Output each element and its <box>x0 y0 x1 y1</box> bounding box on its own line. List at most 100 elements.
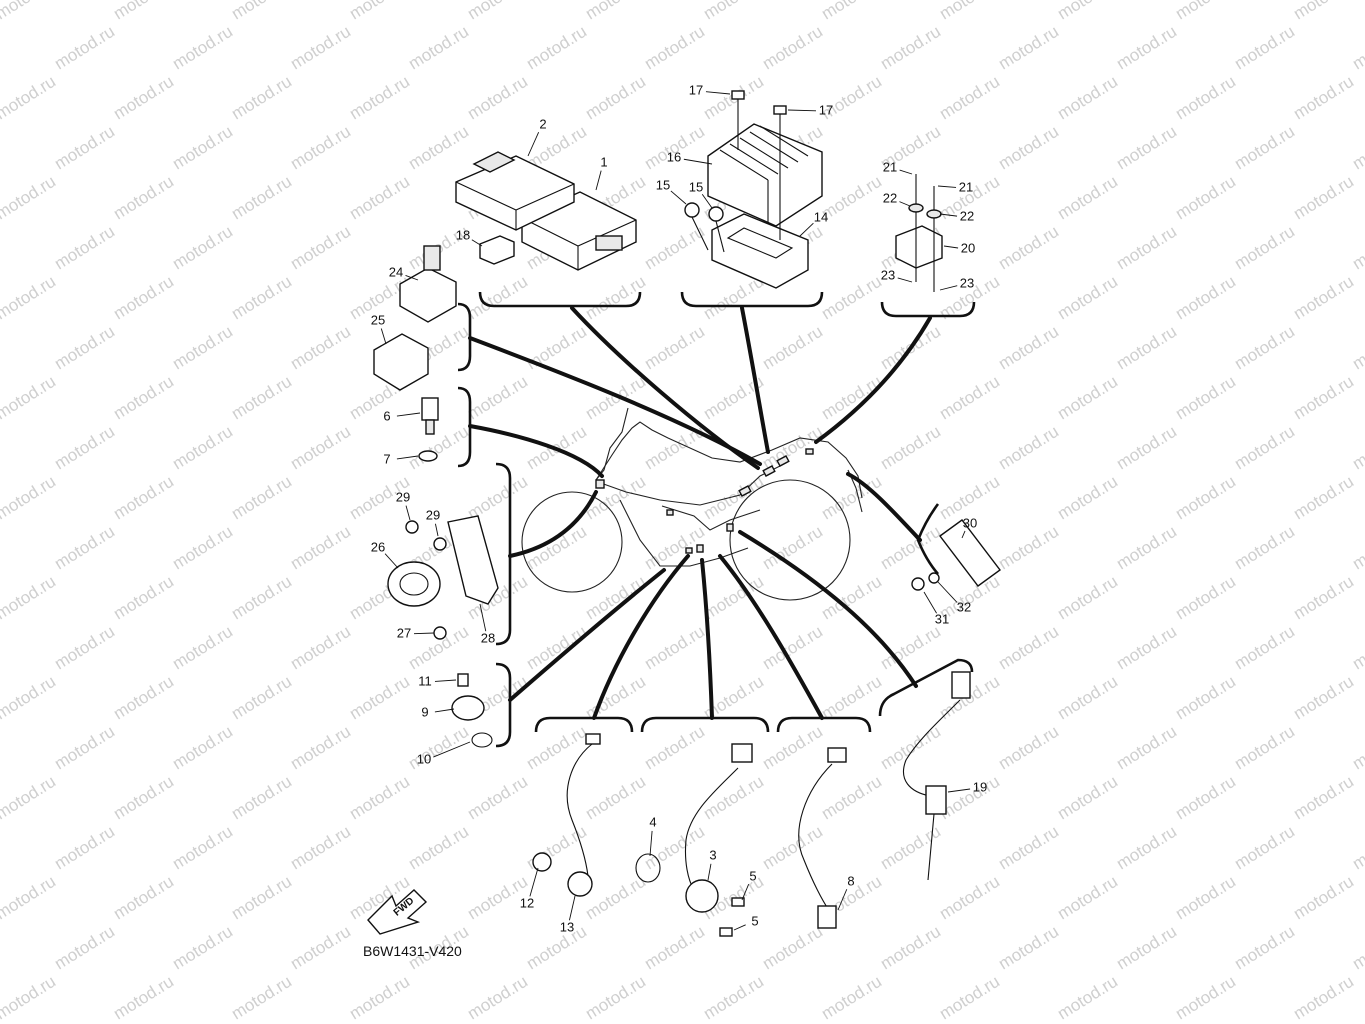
watermark-text: motod.ru <box>228 772 295 824</box>
watermark-text: motod.ru <box>1172 372 1239 424</box>
watermark-text: motod.ru <box>818 972 885 1024</box>
callout-21: 21 <box>959 179 973 194</box>
watermark-text: motod.ru <box>1113 722 1180 774</box>
part-24-relay <box>399 245 457 323</box>
watermark-text: motod.ru <box>228 372 295 424</box>
watermark-text: motod.ru <box>169 922 236 974</box>
part-25-holder <box>373 333 429 391</box>
watermark-text: motod.ru <box>287 922 354 974</box>
watermark-text: motod.ru <box>287 522 354 574</box>
callout-17: 17 <box>689 82 703 97</box>
watermark-text: motod.ru <box>0 672 59 724</box>
callout-1: 1 <box>600 154 607 169</box>
watermark-text: motod.ru <box>1172 0 1239 23</box>
watermark-text: motod.ru <box>110 372 177 424</box>
callout-18-leader <box>471 239 483 247</box>
watermark-text: motod.ru <box>877 922 944 974</box>
part-18-clip <box>479 235 515 265</box>
callout-31-leader <box>923 591 937 614</box>
watermark-text: motod.ru <box>1231 22 1298 74</box>
callout-23: 23 <box>881 267 895 282</box>
callout-12-leader <box>529 867 539 897</box>
watermark-text: motod.ru <box>51 422 118 474</box>
callout-28: 28 <box>481 630 495 645</box>
watermark-text: motod.ru <box>582 372 649 424</box>
callout-20-leader <box>943 245 959 249</box>
callout-11-leader <box>434 679 457 682</box>
callout-7-leader <box>396 455 419 460</box>
watermark-text: motod.ru <box>1349 422 1365 474</box>
watermark-text: motod.ru <box>1054 772 1121 824</box>
part-17-bolts <box>731 90 787 240</box>
watermark-text: motod.ru <box>1349 322 1365 374</box>
callout-15: 15 <box>656 177 670 192</box>
callout-22: 22 <box>883 190 897 205</box>
watermark-text: motod.ru <box>1054 0 1121 23</box>
callout-22: 22 <box>960 208 974 223</box>
watermark-text: motod.ru <box>641 722 708 774</box>
watermark-text: motod.ru <box>110 972 177 1024</box>
watermark-text: motod.ru <box>228 272 295 324</box>
watermark-text: motod.ru <box>818 672 885 724</box>
watermark-text: motod.ru <box>169 322 236 374</box>
watermark-text: motod.ru <box>1349 122 1365 174</box>
watermark-text: motod.ru <box>582 72 649 124</box>
watermark-text: motod.ru <box>523 722 590 774</box>
watermark-text: motod.ru <box>0 472 59 524</box>
callout-13-leader <box>568 895 576 921</box>
watermark-text: motod.ru <box>0 172 59 224</box>
callout-3: 3 <box>709 847 716 862</box>
callout-19-leader <box>947 788 971 793</box>
watermark-text: motod.ru <box>1290 872 1357 924</box>
callout-6-leader <box>396 412 421 417</box>
watermark-text: motod.ru <box>0 872 59 924</box>
callout-14: 14 <box>814 209 828 224</box>
watermark-text: motod.ru <box>1054 972 1121 1024</box>
watermark-text: motod.ru <box>1231 622 1298 674</box>
watermark-text: motod.ru <box>700 972 767 1024</box>
watermark-text: motod.ru <box>1349 722 1365 774</box>
callout-17-leader <box>705 91 731 95</box>
watermark-text: motod.ru <box>1113 522 1180 574</box>
watermark-text: motod.ru <box>464 372 531 424</box>
watermark-text: motod.ru <box>346 972 413 1024</box>
callout-13: 13 <box>560 919 574 934</box>
watermark-text: motod.ru <box>523 22 590 74</box>
group-leader-lines <box>468 306 932 720</box>
watermark-text: motod.ru <box>346 172 413 224</box>
watermark-text: motod.ru <box>228 572 295 624</box>
watermark-text: motod.ru <box>1113 222 1180 274</box>
watermark-text: motod.ru <box>1172 472 1239 524</box>
watermark-text: motod.ru <box>51 822 118 874</box>
watermark-text: motod.ru <box>818 0 885 23</box>
watermark-text: motod.ru <box>1349 22 1365 74</box>
watermark-text: motod.ru <box>1290 672 1357 724</box>
callout-29: 29 <box>426 507 440 522</box>
watermark-text: motod.ru <box>700 772 767 824</box>
callout-5: 5 <box>751 913 758 928</box>
watermark-text: motod.ru <box>1054 572 1121 624</box>
part-10-oring <box>471 732 493 748</box>
callout-5-leader <box>741 884 750 901</box>
watermark-text: motod.ru <box>759 822 826 874</box>
watermark-text: motod.ru <box>1054 372 1121 424</box>
watermark-text: motod.ru <box>1231 822 1298 874</box>
watermark-text: motod.ru <box>51 722 118 774</box>
callout-2: 2 <box>539 116 546 131</box>
callout-23: 23 <box>960 275 974 290</box>
part-26-horn <box>387 561 441 607</box>
callout-24: 24 <box>389 264 403 279</box>
watermark-text: motod.ru <box>1349 522 1365 574</box>
callout-29-leader <box>405 505 411 521</box>
watermark-text: motod.ru <box>1290 172 1357 224</box>
watermark-text: motod.ru <box>287 222 354 274</box>
watermark-text: motod.ru <box>582 772 649 824</box>
part-unit-2 <box>455 151 575 231</box>
watermark-text: motod.ru <box>1054 872 1121 924</box>
callout-10: 10 <box>417 751 431 766</box>
watermark-text: motod.ru <box>641 22 708 74</box>
watermark-text: motod.ru <box>523 322 590 374</box>
watermark-text: motod.ru <box>582 972 649 1024</box>
callout-1-leader <box>595 170 602 191</box>
